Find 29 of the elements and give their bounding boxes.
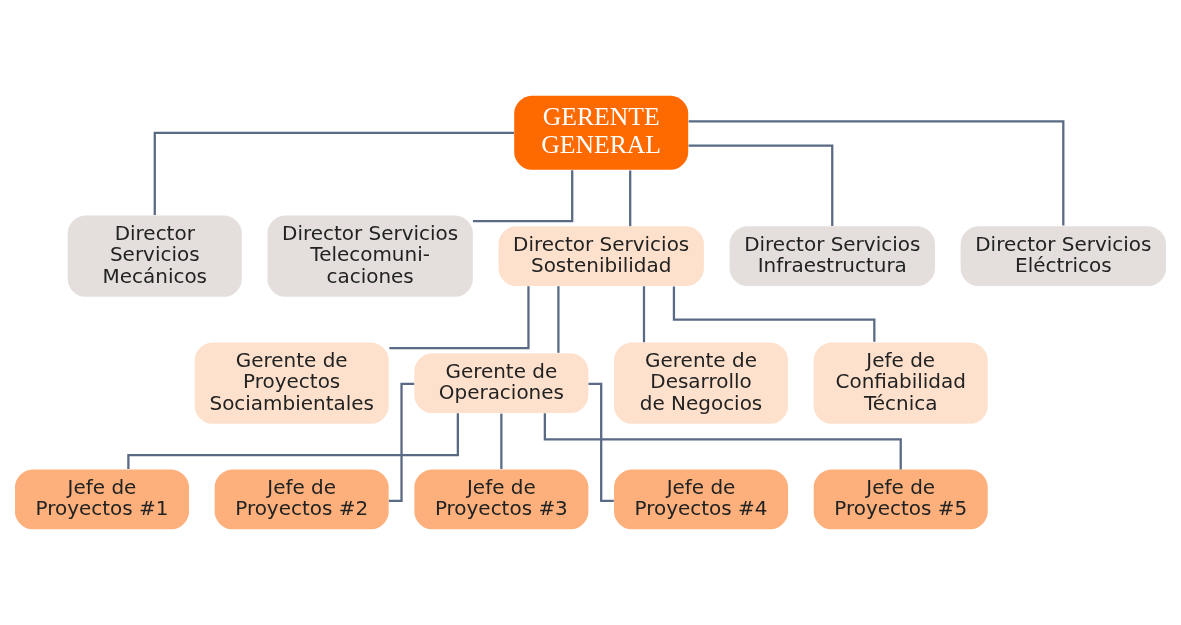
connector: [389, 286, 530, 350]
connector: [642, 286, 646, 343]
node-box: Jefe de Proyectos #5: [813, 469, 988, 530]
node-box: Director Servicios Mecánicos: [67, 215, 242, 297]
node-box: Gerente de Desarrollo de Negocios: [614, 342, 789, 424]
node-box: Director Servicios Eléctricos: [960, 226, 1166, 287]
node-box: GERENTE GENERAL: [514, 95, 689, 170]
connector: [672, 286, 876, 342]
connector: [688, 144, 834, 226]
connector: [127, 413, 459, 470]
node-box: Jefe de Proyectos #4: [614, 469, 789, 530]
node-box: Jefe de Proyectos #2: [214, 469, 389, 530]
connector: [153, 131, 515, 216]
connector: [588, 382, 614, 502]
connector: [500, 413, 503, 469]
node-box: Jefe de Proyectos #1: [15, 469, 189, 530]
connector: [557, 286, 560, 353]
connector: [688, 120, 1065, 226]
connector: [388, 382, 415, 502]
connector: [472, 170, 574, 223]
connector: [543, 413, 902, 470]
node-box: Jefe de Proyectos #3: [414, 469, 589, 530]
node-box: Director Servicios Sostenibilidad: [498, 226, 704, 287]
node-box: Jefe de Confiabilidad Técnica: [813, 342, 988, 424]
node-box: Gerente de Proyectos Sociambientales: [194, 342, 389, 424]
node-box: Director Servicios Telecomuni- caciones: [267, 215, 473, 297]
node-box: Gerente de Operaciones: [414, 353, 589, 414]
connector: [629, 170, 632, 227]
node-box: Director Servicios Infraestructura: [729, 226, 935, 287]
